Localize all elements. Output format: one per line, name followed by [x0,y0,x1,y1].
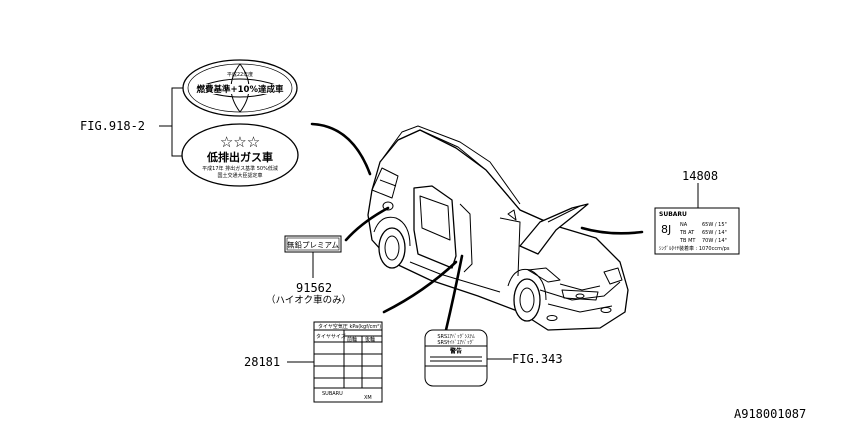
tire-pressure-header: タイヤ空気圧 kPa(kgf/cm²) [318,323,381,330]
fuel-economy-label[interactable]: 平成22年度 燃費基準+10%達成車 [182,59,298,117]
leader-to-door-jamb [444,254,464,332]
premium-fuel-label[interactable]: 無鉛プレミアム [284,235,342,253]
leader-to-door-pillar [382,260,458,314]
fig-918-2-bracket [171,87,184,157]
airbag-warning: 警告 [449,347,462,355]
diagram-id: A918001087 [734,407,806,421]
tire-pressure-label[interactable]: タイヤ空気圧 kPa(kgf/cm²) タイヤサイズ 前輪 後輪 SUBARU … [313,321,383,403]
fuel-economy-line2: 燃費基準+10%達成車 [197,84,284,95]
engine-spec-val1: 65W / 15" [702,222,727,228]
airbag-warning-label[interactable]: SRSｴｱﾊﾞｯｸﾞｼｽﾃﾑ SRSｻｲﾄﾞｴｱﾊﾞｯｸﾞ 警告 [424,329,488,387]
star-rating: ☆☆☆ [220,133,260,151]
part-14808-label[interactable]: 14808 [682,169,718,183]
part-91562-label[interactable]: 91562 [296,281,332,295]
airbag-line2: SRSｻｲﾄﾞｴｱﾊﾞｯｸﾞ [437,339,474,346]
low-emission-line2: 平成17年 排出ガス基準 50%低減 [202,165,278,172]
low-emission-line1: 低排出ガス車 [206,150,273,164]
engine-spec-mt: TB MT [679,238,696,244]
engine-spec-tb: TB AT [679,230,695,236]
tire-label-brand: SUBARU [322,391,343,397]
fuel-economy-line1: 平成22年度 [227,71,253,78]
fig-343-label[interactable]: FIG.343 [512,352,563,366]
engine-spec-bottom: ｼﾝｸﾞﾙﾀｲﾔ装着車 : 1070ccm/ps [659,245,730,252]
engine-spec-na: NA [680,222,688,228]
engine-spec-code: 8J [661,223,671,236]
globe-icon [195,63,285,113]
engine-spec-val3: 70W / 14" [702,238,727,244]
engine-spec-val2: 65W / 14" [702,230,727,236]
leader-to-engine-bay [580,226,644,235]
airbag-line1: SRSｴｱﾊﾞｯｸﾞｼｽﾃﾑ [437,333,475,340]
front-wheel-col: 前輪 [347,336,357,343]
rear-wheel-col: 後輪 [365,336,375,343]
low-emission-line3: 国土交通大臣認定車 [217,172,262,179]
tire-size-col: タイヤサイズ [316,333,346,340]
premium-fuel-text: 無鉛プレミアム [287,240,339,250]
part-28181-label[interactable]: 28181 [244,355,280,369]
tire-label-code: XM [364,395,372,401]
part-91562-note: （ハイオク車のみ） [266,294,351,306]
leader-to-rear-glass [310,122,372,176]
engine-spec-brand: SUBARU [659,211,687,218]
engine-spec-label[interactable]: SUBARU 8J NA 65W / 15" TB AT 65W / 14" T… [654,207,740,255]
leader-to-fuel-door [344,206,390,242]
fig-918-2-label[interactable]: FIG.918-2 [80,119,145,133]
low-emission-label[interactable]: ☆☆☆ 低排出ガス車 平成17年 排出ガス基準 50%低減 国土交通大臣認定車 [181,123,299,187]
